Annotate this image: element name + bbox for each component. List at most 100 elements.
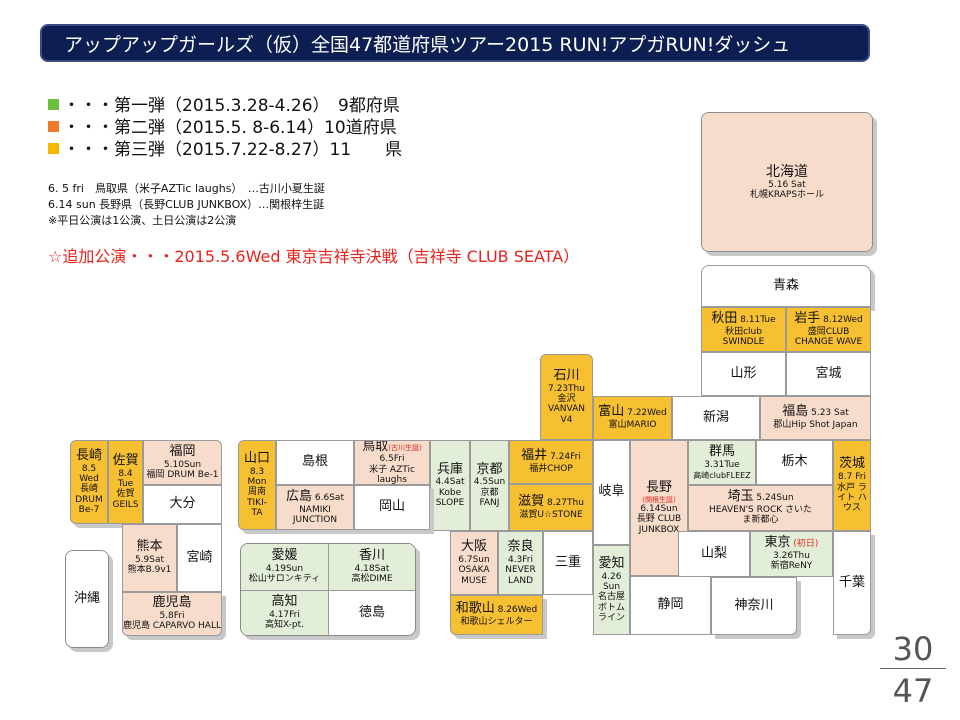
pref-note: (関根生誕) xyxy=(642,495,676,504)
pref-name: 鹿児島 xyxy=(152,595,192,611)
page-current: 30 xyxy=(892,630,934,668)
pref-name: 静岡 xyxy=(657,597,684,613)
pref-mie: 三重 xyxy=(543,531,593,595)
pref-hiroshima: 広島 6.6Sat NAMIKI JUNCTION xyxy=(276,485,354,530)
pref-venue: 水戸 ライト ハウス xyxy=(837,482,867,514)
pref-venue: 松山サロンキティ xyxy=(248,574,321,585)
pref-date: 8.12Wed xyxy=(823,314,863,325)
pref-date: 4.26 Sun xyxy=(601,571,622,592)
pref-niigata: 新潟 xyxy=(672,396,760,440)
note-line: 6. 5 fri 鳥取県（米子AZTic laughs） …古川小夏生誕 xyxy=(48,182,325,195)
legend-swatch xyxy=(48,143,59,154)
pref-name: 岩手 xyxy=(794,310,821,326)
pref-date: 8.3 Mon xyxy=(247,466,267,487)
pref-tokushima: 徳島 xyxy=(329,591,415,635)
pref-name: 宮崎 xyxy=(186,549,213,565)
pref-venue: 札幌KRAPSホール xyxy=(749,190,825,201)
pref-name: 滋賀 xyxy=(518,493,545,509)
pref-date: 3.26Thu xyxy=(773,551,810,562)
pref-name: 青森 xyxy=(772,277,799,293)
pref-name: 石川 xyxy=(553,367,580,383)
pref-date: 3.31Tue xyxy=(704,460,740,471)
pref-venue: HEAVEN'S ROCK さいたま新都心 xyxy=(708,505,813,526)
pref-date: 8.7 Fri xyxy=(838,472,866,483)
pref-name: 岐阜 xyxy=(598,484,625,500)
legend-text: ・・・第二弾（2015.5. 8-6.14）10道府県 xyxy=(63,118,397,138)
pref-venue: 周南 TIKI-TA xyxy=(247,487,267,518)
pref-kyoto: 京都 4.5Sun 京都 FANJ xyxy=(470,440,509,531)
pref-aichi: 愛知 4.26 Sun 名古屋 ボトム ライン xyxy=(593,545,630,635)
pref-name: 千葉 xyxy=(838,574,865,590)
pref-name: 熊本 xyxy=(136,539,163,555)
pref-toyama: 富山 7.22Wed 富山MARIO xyxy=(593,396,672,440)
pref-nagano: 長野 (関根生誕) 6.14Sun 長野 CLUB JUNKBOX xyxy=(630,440,688,576)
pref-miyazaki: 宮崎 xyxy=(177,524,222,592)
pref-venue: 名古屋 ボトム ライン xyxy=(597,592,625,623)
pref-venue: 福岡 DRUM Be-1 xyxy=(146,469,219,480)
pref-date: 4.17Fri xyxy=(269,610,300,621)
pref-venue: 米子 AZTic laughs xyxy=(369,464,415,485)
pref-venue: 佐賀 GEILS xyxy=(112,489,139,510)
legend-item-phase3: ・・・第三弾（2015.7.22-8.27）11 県 xyxy=(48,135,402,160)
pref-name: 秋田 xyxy=(711,310,738,326)
pref-wakayama: 和歌山 8.26Wed 和歌山シェルター xyxy=(450,595,543,635)
pref-venue: 秋田club SWINDLE xyxy=(722,326,765,347)
pref-name: 京都 xyxy=(476,461,503,477)
pref-date: 4.19Sun xyxy=(265,564,304,575)
pref-name: 埼玉 xyxy=(727,489,754,505)
pref-shizuoka: 静岡 xyxy=(630,576,711,635)
pref-venue: 新宿ReNY xyxy=(770,561,813,572)
pref-date: 5.23 Sat xyxy=(811,408,849,419)
pref-date: 8.11Tue xyxy=(740,314,776,325)
group-honshu: 青森 秋田 8.11Tue 秋田club SWINDLE 岩手 8.12Wed … xyxy=(430,265,871,635)
pref-name: 大阪 xyxy=(460,539,487,555)
page-divider xyxy=(880,668,946,669)
pref-name: 北海道 xyxy=(766,163,808,180)
pref-venue: NAMIKI JUNCTION xyxy=(292,504,338,525)
pref-ibaraki: 茨城 8.7 Fri 水戸 ライト ハウス xyxy=(833,440,871,531)
legend-item-phase1: ・・・第一弾（2015.3.28-4.26） 9都府県 xyxy=(48,91,400,116)
pref-name: 広島 xyxy=(286,488,313,504)
pref-name: 和歌山 xyxy=(455,601,495,617)
legend-text: ・・・第三弾（2015.7.22-8.27）11 県 xyxy=(63,140,403,160)
pref-name: 福井 xyxy=(521,448,548,464)
pref-hyogo: 兵庫 4.4Sat Kobe SLOPE xyxy=(430,440,470,531)
group-okinawa: 沖縄 xyxy=(65,550,109,648)
pref-nagasaki: 長崎 8.5 Wed 長崎 DRUM Be-7 xyxy=(70,440,108,524)
pref-akita: 秋田 8.11Tue 秋田club SWINDLE xyxy=(701,307,786,352)
pref-kumamoto: 熊本 5.9Sat 熊本B.9v1 xyxy=(122,524,177,592)
pref-yamagata: 山形 xyxy=(701,352,786,396)
group-kyushu: 長崎 8.5 Wed 長崎 DRUM Be-7 佐賀 8.4 Tue 佐賀 GE… xyxy=(70,440,222,636)
pref-ishikawa: 石川 7.23Thu 金沢 VANVAN V4 xyxy=(540,354,593,440)
pref-date: 4.5Sun xyxy=(473,477,506,488)
pref-fukui: 福井 7.24Fri 福井CHOP xyxy=(509,440,593,484)
page-title: アップアップガールズ（仮）全国47都道府県ツアー2015 RUN!アプガRUN!… xyxy=(40,24,870,62)
pref-date: 5.8Fri xyxy=(159,611,185,622)
pref-miyagi: 宮城 xyxy=(786,352,871,396)
pref-name: 群馬 xyxy=(708,444,735,460)
pref-iwate: 岩手 8.12Wed 盛岡CLUB CHANGE WAVE xyxy=(786,307,871,352)
pref-name: 長野 xyxy=(645,479,672,495)
group-hokkaido: 北海道 5.16 Sat 札幌KRAPSホール xyxy=(701,112,873,252)
pref-shiga: 滋賀 8.27Thu 滋賀U☆STONE xyxy=(509,484,593,531)
pref-date: 8.26Wed xyxy=(497,605,538,616)
pref-date: 5.16 Sat xyxy=(768,179,806,190)
pref-okinawa: 沖縄 xyxy=(66,551,108,647)
note-line: ※平日公演は1公演、土日公演は2公演 xyxy=(48,214,237,227)
pref-tochigi: 栃木 xyxy=(756,440,833,485)
pref-name: 山口 xyxy=(243,450,270,466)
pref-tottori: 鳥取(古川生誕) 6.5Fri 米子 AZTic laughs xyxy=(354,440,430,485)
pref-kagawa: 香川 4.18Sat 高松DIME xyxy=(329,544,415,591)
pref-date: 8.27Thu xyxy=(546,497,584,508)
pref-date: 7.23Thu xyxy=(548,383,585,394)
pref-date: 6.5Fri xyxy=(379,454,405,465)
pref-venue: 長崎 DRUM Be-7 xyxy=(75,484,103,515)
pref-name: 愛知 xyxy=(598,555,625,571)
pref-fukuoka: 福岡 5.10Sun 福岡 DRUM Be-1 xyxy=(143,440,222,485)
legend-item-phase2: ・・・第二弾（2015.5. 8-6.14）10道府県 xyxy=(48,113,397,138)
pref-date: 4.4Sat xyxy=(435,477,465,488)
pref-venue: 富山MARIO xyxy=(608,420,657,431)
pref-aomori: 青森 xyxy=(701,265,871,307)
pref-venue: Kobe SLOPE xyxy=(435,487,465,509)
pref-name: 福島 xyxy=(782,404,809,420)
